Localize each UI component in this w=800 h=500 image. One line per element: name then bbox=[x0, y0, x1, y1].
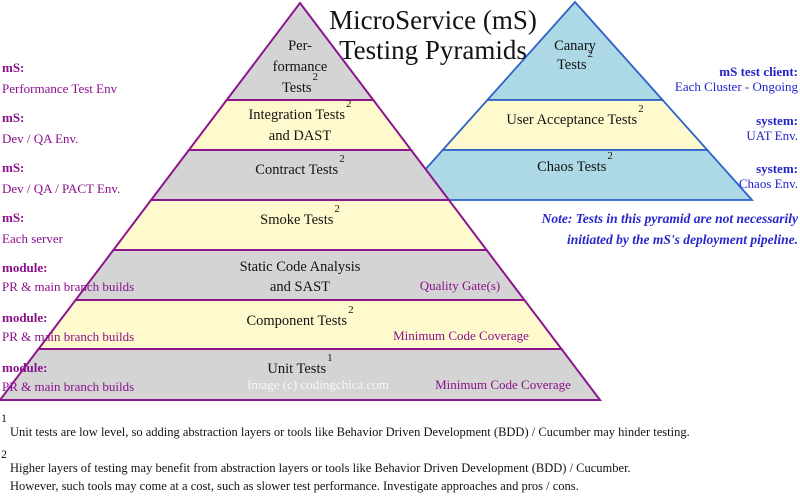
label-chaos-tests: Chaos Tests2 bbox=[537, 150, 613, 175]
footnote-ref: 2 bbox=[334, 203, 340, 216]
footnote-2-text-line2: However, such tools may come at a cost, … bbox=[10, 479, 579, 493]
annotation-system-uat: system: UAT Env. bbox=[746, 113, 798, 143]
footnote-ref: 2 bbox=[346, 98, 352, 111]
annotation-module-unit: module: PR & main branch builds bbox=[2, 360, 135, 394]
footnote-2-number: 2 bbox=[1, 447, 7, 461]
label-performance-tests: Per- formance Tests2 bbox=[272, 38, 328, 96]
label-min-code-coverage-unit: Minimum Code Coverage bbox=[435, 377, 571, 392]
annotation-module-component: module: PR & main branch builds bbox=[2, 310, 135, 344]
annotation-ms-performance-env: mS: Performance Test Env bbox=[2, 60, 118, 96]
annotation-system-chaos: system: Chaos Env. bbox=[738, 161, 798, 191]
footnote-2-text-line1: Higher layers of testing may benefit fro… bbox=[10, 461, 631, 475]
footnote-ref: 2 bbox=[607, 150, 613, 163]
label-user-acceptance-tests: User Acceptance Tests2 bbox=[506, 103, 644, 128]
label-canary-tests: Canary Tests2 bbox=[554, 38, 596, 73]
footnote-ref: 2 bbox=[638, 103, 644, 116]
footnote-1-number: 1 bbox=[1, 411, 7, 425]
label-static-code-analysis: Static Code Analysis and SAST bbox=[239, 259, 361, 295]
annotation-ms-dev-qa-pact-env: mS: Dev / QA / PACT Env. bbox=[2, 160, 121, 196]
footnote-ref: 2 bbox=[312, 71, 319, 84]
annotation-ms-each-server: mS: Each server bbox=[2, 210, 63, 246]
label-smoke-tests: Smoke Tests2 bbox=[260, 203, 340, 228]
title-line-2: Testing Pyramids bbox=[339, 35, 527, 65]
title-line-1: MicroService (mS) bbox=[329, 5, 537, 35]
label-integration-tests: Integration Tests2 and DAST bbox=[248, 98, 352, 144]
pyramid-note: Note: Tests in this pyramid are not nece… bbox=[541, 211, 798, 247]
watermark-text: Image (c) codingchica.com bbox=[247, 377, 389, 392]
unit-tests-layer bbox=[0, 348, 603, 401]
annotation-ms-dev-qa-env: mS: Dev / QA Env. bbox=[2, 110, 79, 146]
label-contract-tests: Contract Tests2 bbox=[255, 153, 345, 178]
label-unit-tests: Unit Tests1 bbox=[267, 352, 333, 377]
label-min-code-coverage-component: Minimum Code Coverage bbox=[393, 328, 529, 343]
annotation-module-static: module: PR & main branch builds bbox=[2, 260, 135, 294]
footnote-ref: 1 bbox=[327, 352, 333, 365]
footnote-ref: 2 bbox=[339, 153, 345, 166]
footnote-1-text: Unit tests are low level, so adding abst… bbox=[10, 425, 690, 439]
annotation-ms-test-client: mS test client: Each Cluster - Ongoing bbox=[674, 64, 798, 94]
footnote-ref: 2 bbox=[348, 304, 354, 317]
footnote-ref: 2 bbox=[587, 48, 594, 61]
label-component-tests: Component Tests2 bbox=[246, 304, 354, 329]
label-quality-gates: Quality Gate(s) bbox=[419, 278, 501, 293]
diagram-title: MicroService (mS) Testing Pyramids bbox=[308, 5, 558, 65]
